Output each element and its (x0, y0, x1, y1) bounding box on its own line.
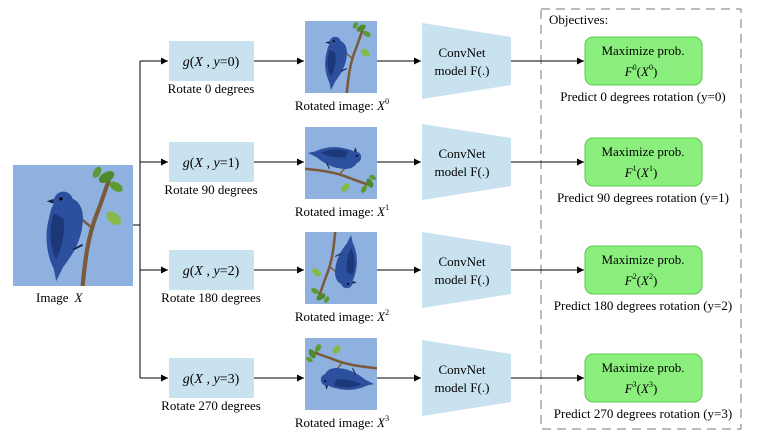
objectives-title: Objectives: (549, 12, 608, 27)
rotated-image-caption: Rotated image: X3 (295, 414, 389, 430)
transform-function: g(X , y=0) (183, 55, 240, 70)
convnet-model-label: model F(.) (435, 63, 490, 78)
predict-label: Predict 270 degrees rotation (y=3) (554, 406, 732, 421)
rotate-label: Rotate 270 degrees (161, 398, 261, 413)
objective-box (584, 245, 703, 295)
predict-label: Predict 90 degrees rotation (y=1) (557, 190, 729, 205)
convnet-label: ConvNet (439, 45, 486, 60)
rotated-image (305, 127, 377, 199)
convnet-model (422, 340, 511, 416)
objective-formula: F1(X1) (624, 164, 658, 180)
convnet-model (422, 23, 511, 99)
convnet-model (422, 124, 511, 200)
objective-label: Maximize prob. (601, 252, 684, 267)
predict-label: Predict 0 degrees rotation (y=0) (560, 89, 725, 104)
rotated-image (305, 21, 377, 93)
transform-box (169, 142, 254, 182)
objective-formula: F3(X3) (624, 380, 658, 396)
convnet-model-label: model F(.) (435, 272, 490, 287)
rotated-image-caption: Rotated image: X1 (295, 203, 389, 219)
convnet-label: ConvNet (439, 146, 486, 161)
transform-box (169, 358, 254, 398)
rotated-image-caption: Rotated image: X0 (295, 97, 389, 113)
input-image (13, 165, 133, 286)
rotated-image (305, 232, 377, 304)
rotate-label: Rotate 180 degrees (161, 290, 261, 305)
predict-label: Predict 180 degrees rotation (y=2) (554, 298, 732, 313)
convnet-label: ConvNet (439, 254, 486, 269)
transform-box (169, 41, 254, 81)
convnet-model-label: model F(.) (435, 380, 490, 395)
objective-label: Maximize prob. (601, 144, 684, 159)
objective-box (584, 36, 703, 86)
rotate-label: Rotate 90 degrees (164, 182, 257, 197)
objective-box (584, 353, 703, 403)
transform-function: g(X , y=3) (183, 372, 240, 387)
objectives-region (540, 8, 742, 430)
objective-formula: F2(X2) (624, 272, 658, 288)
transform-function: g(X , y=1) (183, 156, 240, 171)
objective-formula: F0(X0) (624, 63, 658, 79)
convnet-label: ConvNet (439, 362, 486, 377)
rotated-image (305, 338, 377, 410)
convnet-model-label: model F(.) (435, 164, 490, 179)
objective-label: Maximize prob. (601, 360, 684, 375)
transform-box (169, 250, 254, 290)
rotated-image-caption: Rotated image: X2 (295, 308, 389, 324)
rotate-label: Rotate 0 degrees (168, 81, 255, 96)
convnet-model (422, 232, 511, 308)
transform-function: g(X , y=2) (183, 264, 240, 279)
objective-label: Maximize prob. (601, 43, 684, 58)
objective-box (584, 137, 703, 187)
